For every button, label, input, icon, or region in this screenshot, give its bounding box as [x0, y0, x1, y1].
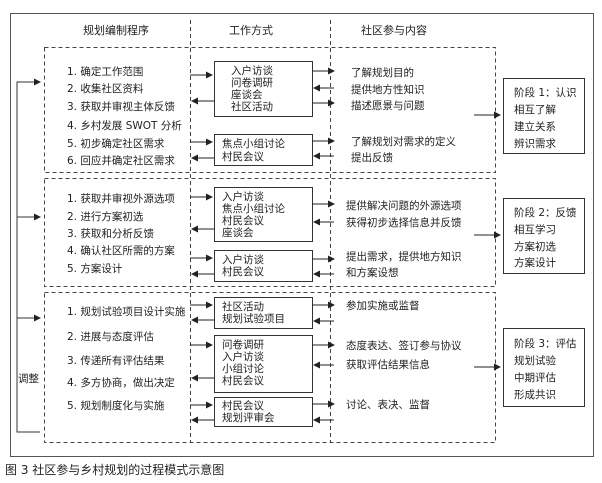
procedure-item: 4. 多方协商，做出决定: [67, 377, 175, 389]
header-method: 工作方式: [229, 24, 273, 37]
method-item: 座谈会: [222, 227, 254, 239]
method-item: 村民会议: [222, 151, 264, 163]
procedure-item: 3. 获取并审视主体反馈: [67, 101, 175, 113]
stage3-line: 规划试验: [514, 355, 556, 367]
method-box-1b: [214, 134, 313, 166]
stage1-line: 辨识需求: [514, 138, 556, 150]
procedure-item: 4. 确认社区所需的方案: [67, 245, 175, 257]
stage1-line: 建立关系: [514, 121, 556, 133]
method-item: 小组讨论: [222, 363, 264, 375]
method-item: 社区活动: [231, 101, 273, 113]
content-item: 描述愿景与问题: [351, 100, 425, 112]
method-item: 座谈会: [231, 89, 263, 101]
method-item: 问卷调研: [231, 77, 273, 89]
content-item: 了解规划对需求的定义: [351, 136, 456, 148]
procedure-item: 3. 获取和分析反馈: [67, 228, 154, 240]
figure-caption: 图 3 社区参与乡村规划的过程模式示意图: [5, 463, 225, 477]
content-item: 获取评估结果信息: [346, 359, 430, 371]
method-item: 问卷调研: [222, 339, 264, 351]
stage2-box: [503, 198, 585, 274]
method-box-3b: [214, 335, 313, 393]
procedure-item: 6. 回应并确定社区需求: [67, 155, 175, 167]
method-item: 规划试验项目: [222, 313, 285, 325]
method-item: 入户访谈: [222, 351, 264, 363]
content-item: 提供解决问题的外源选项: [346, 200, 462, 212]
method-item: 焦点小组讨论: [222, 138, 285, 150]
method-item: 村民会议: [222, 266, 264, 278]
procedure-item: 5. 规划制度化与实施: [67, 400, 165, 412]
content-item: 提出需求，提供地方知识: [346, 251, 462, 263]
header-content: 社区参与内容: [361, 24, 427, 37]
content-item: 提出反馈: [351, 152, 393, 164]
stage2-line: 方案初选: [514, 241, 556, 253]
stage1-line: 相互了解: [514, 104, 556, 116]
content-item: 提供地方性知识: [351, 84, 425, 96]
method-item: 规划评审会: [222, 412, 275, 424]
procedure-item: 1. 确定工作范围: [67, 66, 144, 78]
method-item: 村民会议: [222, 400, 264, 412]
stage1-box: [503, 78, 585, 154]
method-item: 村民会议: [222, 375, 264, 387]
content-item: 了解规划目的: [351, 67, 414, 79]
method-box-3a: [214, 297, 313, 329]
stage1-title: 阶段 1：认识: [514, 87, 577, 99]
stage3-title: 阶段 3：评估: [514, 338, 577, 350]
method-box-2a: [214, 187, 313, 242]
procedure-item: 2. 进行方案初选: [67, 211, 144, 223]
procedure-item: 1. 规划试验项目设计实施: [67, 306, 186, 318]
procedure-item: 2. 收集社区资料: [67, 83, 144, 95]
adjust-label: 调整: [18, 373, 39, 385]
method-box-2b: [214, 250, 313, 282]
stage2-title: 阶段 2：反馈: [514, 207, 577, 219]
method-item: 入户访谈: [231, 65, 273, 77]
stage1-panel: [44, 47, 496, 173]
method-item: 社区活动: [222, 301, 264, 313]
method-item: 入户访谈: [222, 254, 264, 266]
content-item: 获得初步选择信息并反馈: [346, 217, 462, 229]
stage3-line: 中期评估: [514, 372, 556, 384]
content-item: 和方案设想: [346, 267, 399, 279]
procedure-item: 1. 获取并审视外源选项: [67, 193, 175, 205]
procedure-item: 5. 初步确定社区需求: [67, 138, 165, 150]
content-item: 参加实施或监督: [346, 300, 420, 312]
content-item: 态度表达、签订参与协议: [346, 340, 462, 352]
procedure-item: 5. 方案设计: [67, 263, 123, 275]
method-item: 入户访谈: [222, 191, 264, 203]
stage2-line: 方案设计: [514, 257, 556, 269]
outer-frame: [10, 13, 594, 457]
method-box-1a: [214, 61, 313, 117]
procedure-item: 3. 传递所有评估结果: [67, 355, 165, 367]
method-item: 村民会议: [222, 215, 264, 227]
procedure-item: 4. 乡村发展 SWOT 分析: [67, 120, 182, 132]
header-procedure: 规划编制程序: [83, 24, 149, 37]
content-item: 讨论、表决、监督: [346, 399, 430, 411]
stage3-line: 形成共识: [514, 389, 556, 401]
stage2-line: 相互学习: [514, 224, 556, 236]
method-box-3c: [214, 397, 313, 427]
stage3-box: [503, 328, 585, 407]
procedure-item: 2. 进展与态度评估: [67, 331, 154, 343]
method-item: 焦点小组讨论: [222, 203, 285, 215]
